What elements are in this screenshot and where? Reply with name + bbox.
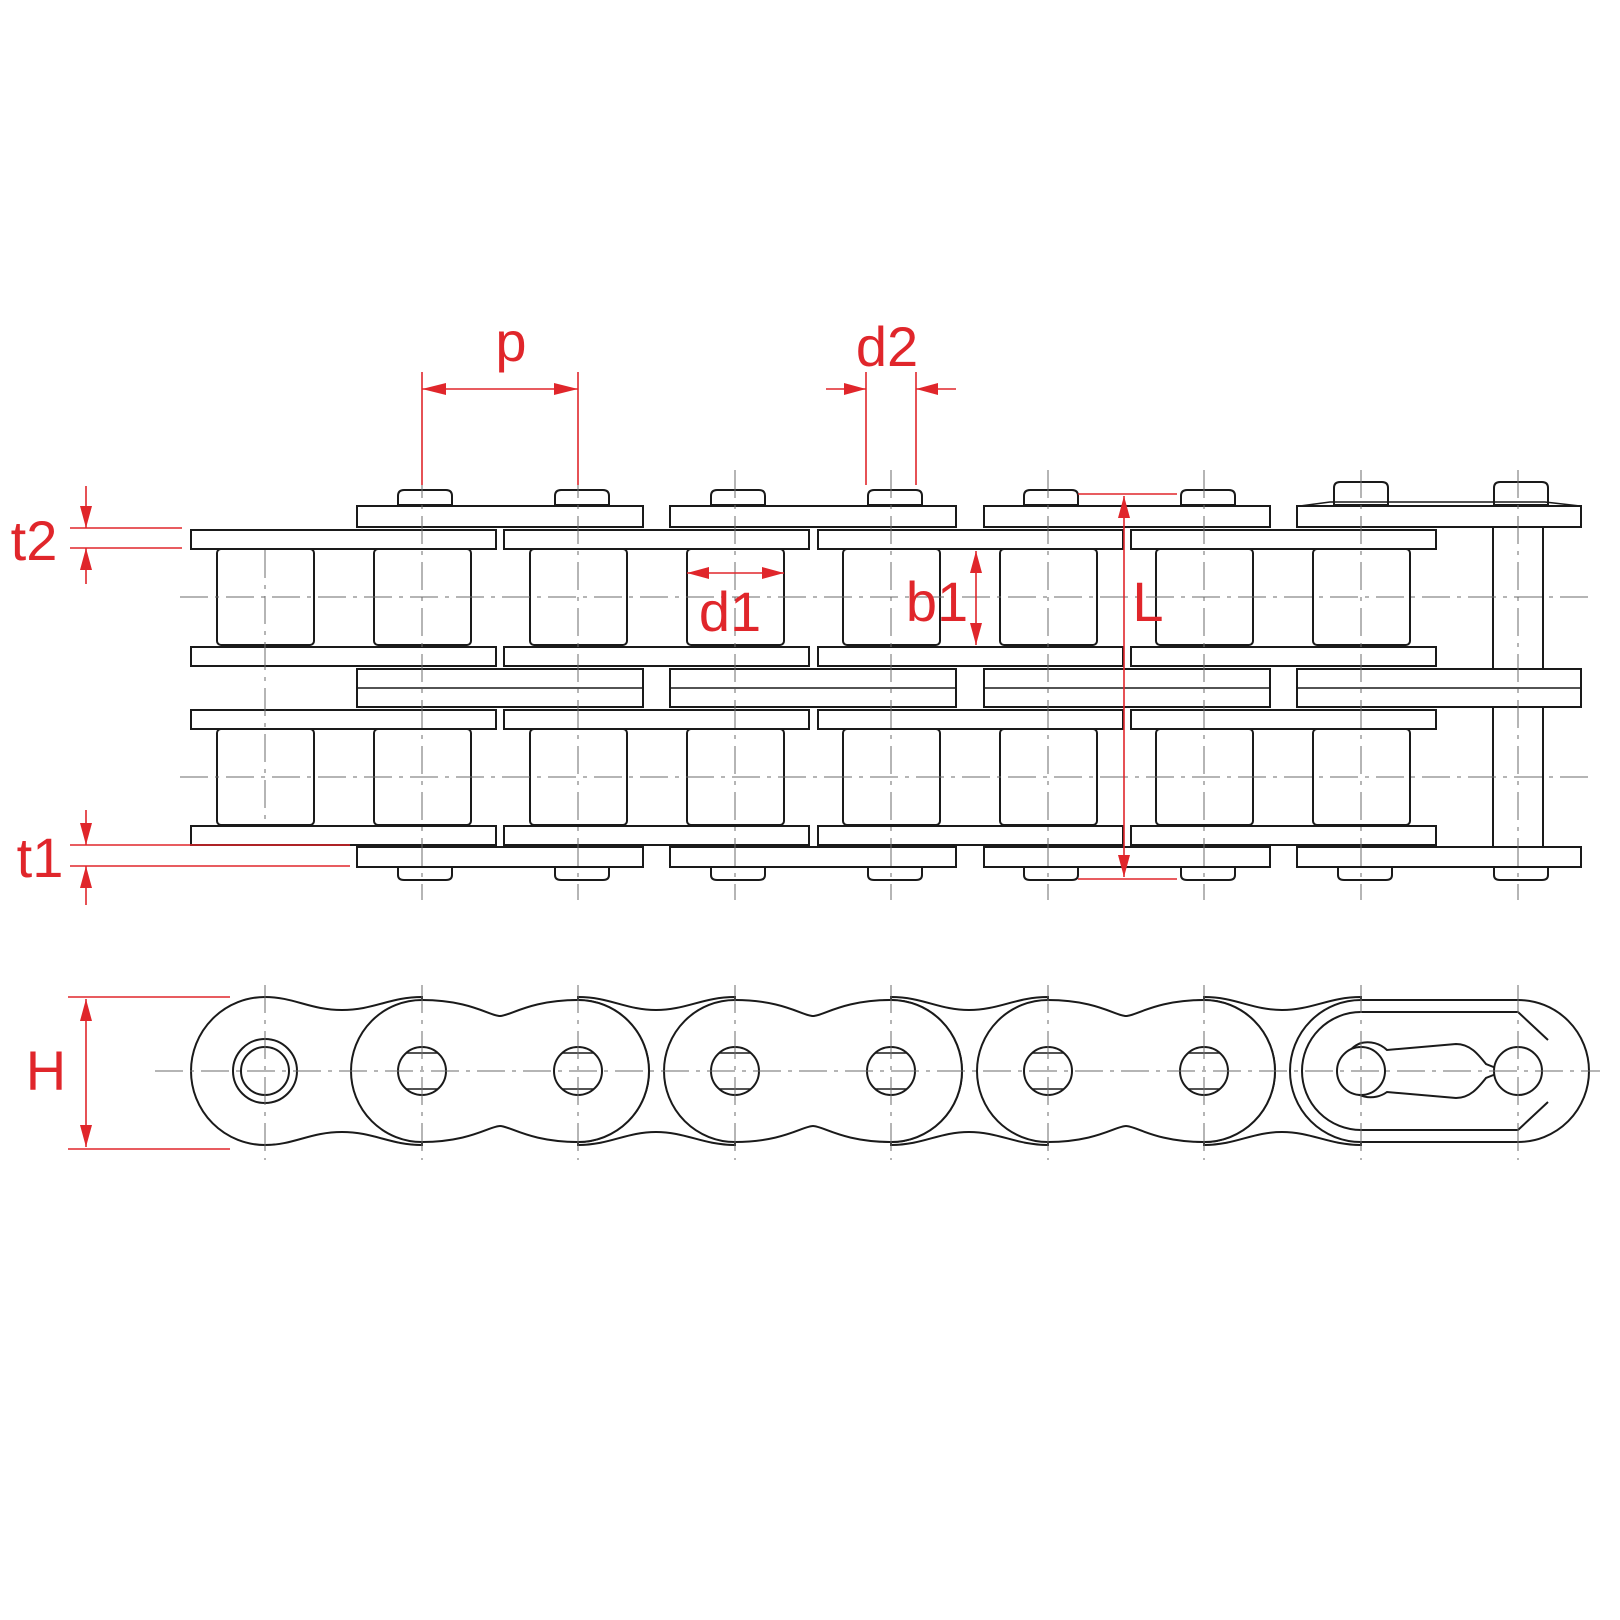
pin-heads-bottom: [397, 865, 1549, 881]
dim-roller-diameter: d1: [687, 567, 784, 643]
label-d1: d1: [699, 580, 761, 643]
inner-plates-row2-bottom: [190, 825, 1437, 846]
middle-plates: [356, 668, 1582, 708]
inner-plates-row1-bottom: [190, 646, 1437, 667]
label-t1: t1: [17, 826, 64, 889]
outer-plates-top: [356, 501, 1582, 528]
pin-heads-top: [397, 481, 1549, 506]
dimension-annotations: p d2 d1 b1: [11, 310, 1177, 1150]
dim-plate-height: H: [26, 996, 230, 1150]
dim-pin-length: L: [1078, 493, 1177, 880]
inner-plates-row1-top: [190, 529, 1437, 550]
dim-pitch: p: [421, 310, 579, 485]
centerlines-top-view: [180, 470, 1590, 900]
dim-outer-plate-thickness: t2: [11, 486, 182, 584]
dim-inner-plate-thickness: t1: [17, 810, 350, 905]
centerlines-side-view: [155, 985, 1600, 1160]
outer-plates-bottom: [356, 846, 1582, 868]
label-L: L: [1132, 570, 1163, 633]
label-p: p: [495, 310, 526, 373]
chain-side-view: [155, 985, 1600, 1160]
label-t2: t2: [11, 509, 58, 572]
dim-inner-width: b1: [906, 551, 982, 645]
chain-top-view: [180, 470, 1590, 900]
dim-pin-diameter: d2: [826, 315, 956, 485]
label-d2: d2: [856, 315, 918, 378]
label-H: H: [26, 1039, 66, 1102]
inner-plates-row2-top: [190, 709, 1437, 730]
spring-clip: [1336, 1041, 1543, 1100]
label-b1: b1: [906, 570, 968, 633]
